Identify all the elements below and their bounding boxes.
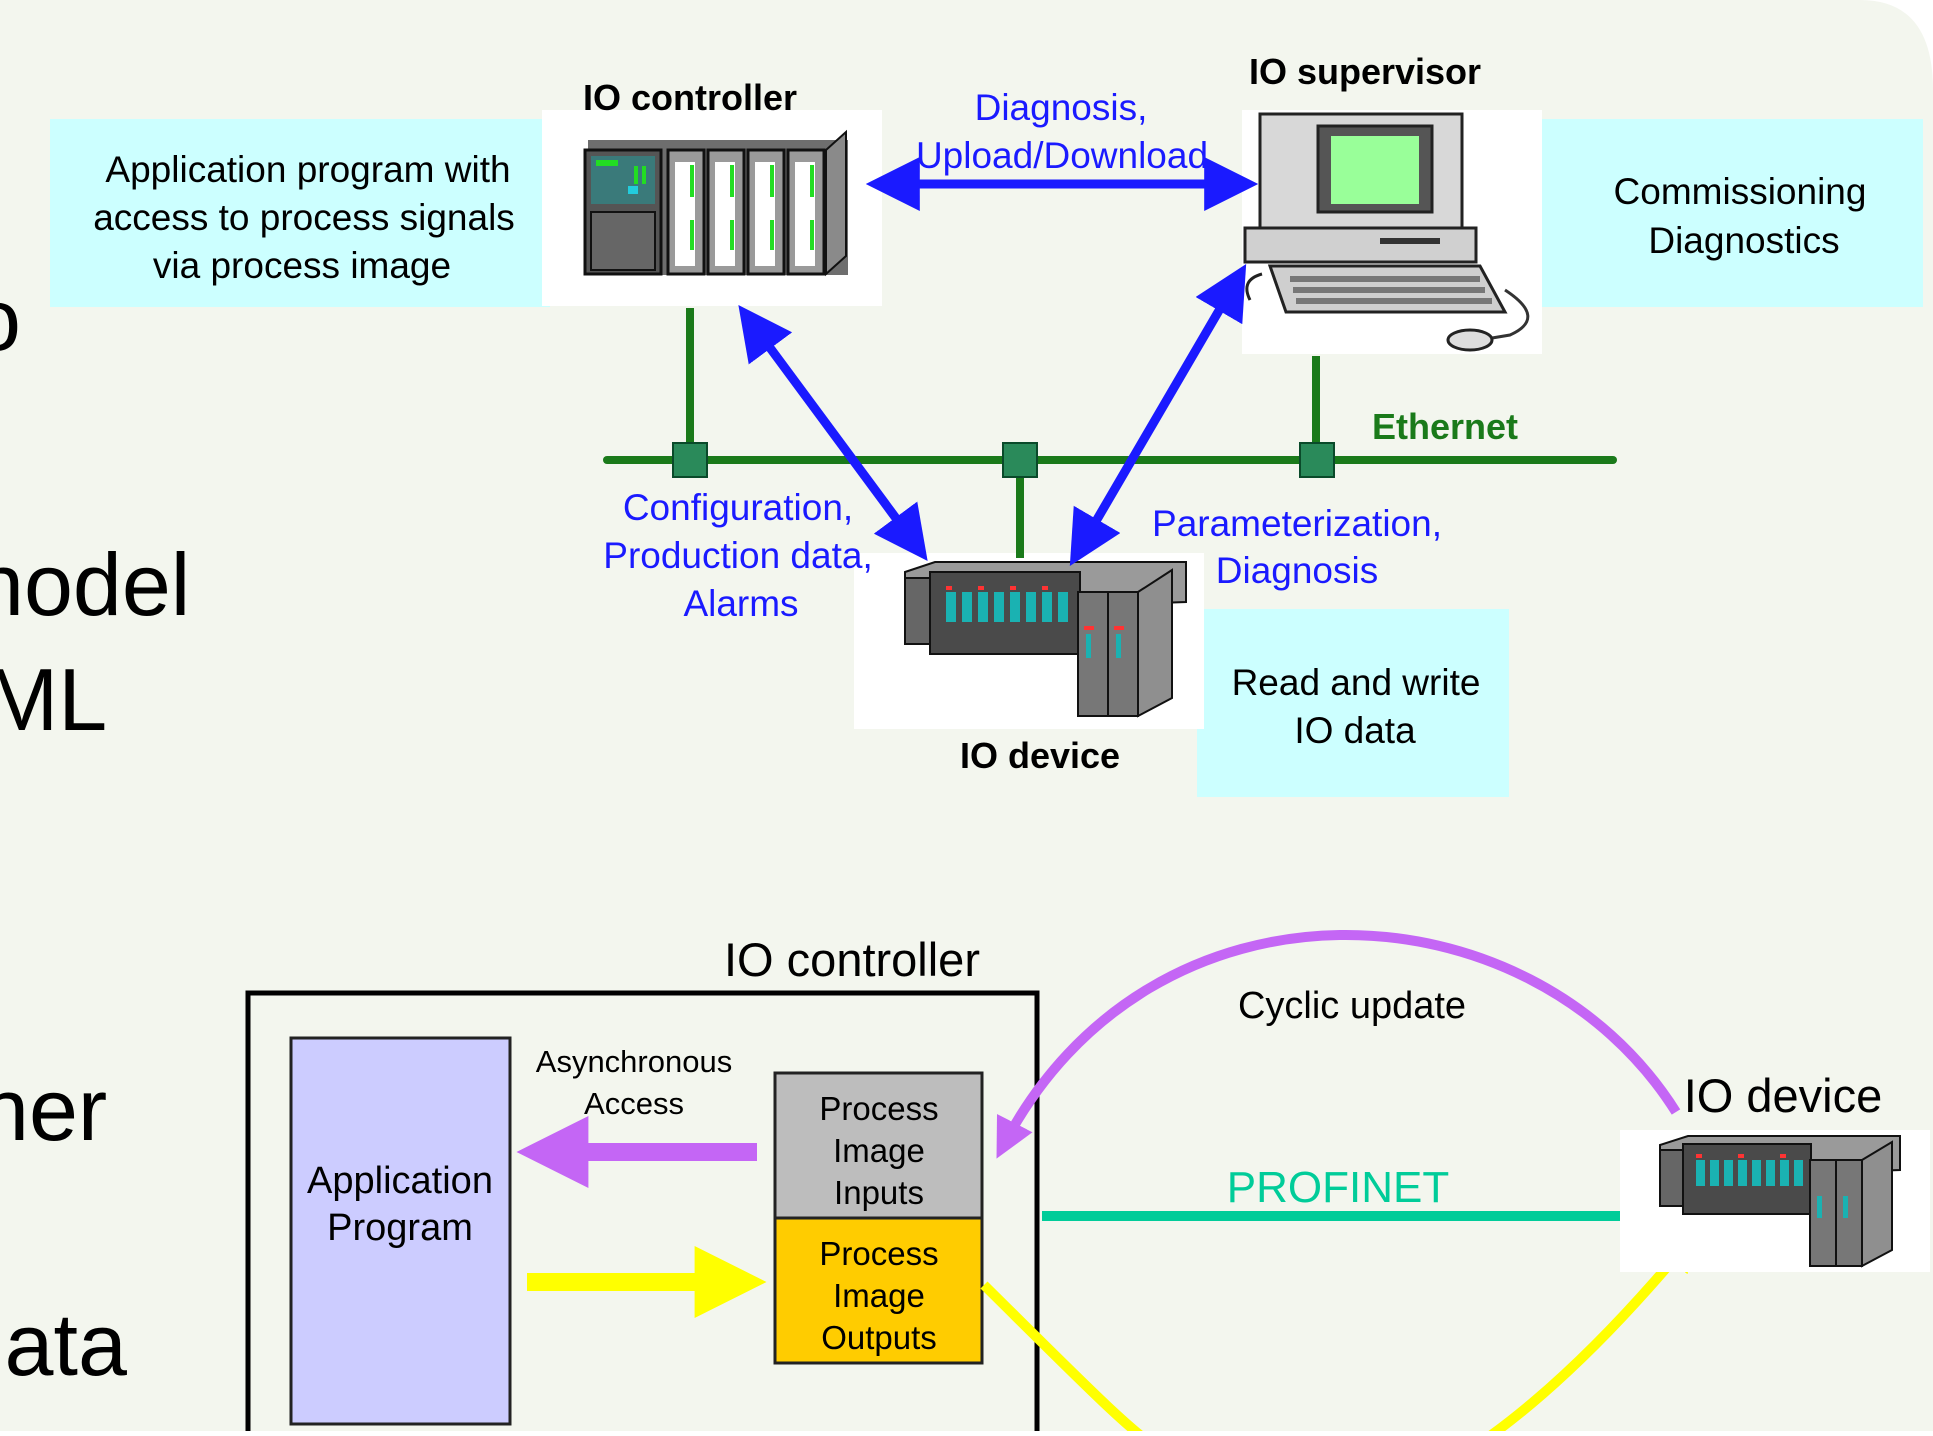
left-fragment-4: ner bbox=[0, 1060, 107, 1159]
left-fragment-3: ML bbox=[0, 650, 107, 749]
pi-outputs-line-3: Outputs bbox=[821, 1319, 937, 1356]
config-line-2: Production data, bbox=[603, 535, 872, 576]
pi-inputs-line-3: Inputs bbox=[834, 1174, 924, 1211]
pi-inputs-line-2: Image bbox=[833, 1132, 925, 1169]
left-fragment-1: o bbox=[0, 270, 21, 369]
io-controller-label: IO controller bbox=[583, 77, 797, 118]
cyclic-update-input-arc bbox=[996, 930, 1681, 1159]
async-access-line-1: Asynchronous bbox=[536, 1044, 732, 1079]
left-fragment-5: lata bbox=[0, 1295, 127, 1394]
config-line-3: Alarms bbox=[683, 583, 798, 624]
commissioning-info-box bbox=[1535, 119, 1923, 307]
io-device-rack-icon bbox=[904, 561, 1187, 718]
cyclic-update-label: Cyclic update bbox=[1238, 985, 1466, 1027]
process-image-outputs-box bbox=[773, 1216, 984, 1365]
pi-outputs-line-2: Image bbox=[833, 1277, 925, 1314]
io-device-label: IO device bbox=[960, 735, 1120, 776]
application-program-line-2: Program bbox=[327, 1207, 473, 1249]
profinet-label: PROFINET bbox=[1227, 1163, 1449, 1212]
ethernet-node bbox=[1002, 442, 1038, 478]
pi-outputs-line-1: Process bbox=[819, 1235, 938, 1272]
diag-upload-line-1: Diagnosis, bbox=[975, 87, 1148, 128]
pi-inputs-line-1: Process bbox=[819, 1090, 938, 1127]
plc-controller-icon bbox=[583, 129, 848, 277]
ethernet-node bbox=[672, 442, 708, 478]
async-access-line-2: Access bbox=[584, 1086, 684, 1121]
configuration-arrow bbox=[738, 304, 928, 562]
config-line-1: Configuration, bbox=[623, 487, 853, 528]
app-program-info-box bbox=[50, 119, 550, 307]
left-fragment-2: nodel bbox=[0, 535, 190, 634]
bottom-io-controller-label: IO controller bbox=[724, 933, 980, 986]
application-program-box bbox=[289, 1036, 512, 1426]
commissioning-line-2: Diagnostics bbox=[1648, 220, 1839, 261]
app-program-line-2: access to process signals bbox=[93, 197, 515, 238]
commissioning-line-1: Commissioning bbox=[1614, 171, 1867, 212]
app-program-line-3: via process image bbox=[153, 245, 451, 286]
ethernet-node bbox=[1299, 442, 1335, 478]
bottom-io-device-label: IO device bbox=[1684, 1069, 1883, 1122]
param-line-2: Diagnosis bbox=[1216, 550, 1378, 591]
application-program-line-1: Application bbox=[307, 1160, 493, 1202]
read-write-line-2: IO data bbox=[1294, 710, 1416, 751]
io-supervisor-label: IO supervisor bbox=[1249, 51, 1481, 92]
param-line-1: Parameterization, bbox=[1152, 503, 1442, 544]
io-controller-frame bbox=[245, 990, 1040, 1431]
process-image-inputs-box bbox=[773, 1071, 984, 1220]
read-write-line-1: Read and write bbox=[1232, 662, 1481, 703]
io-device-rack-icon bbox=[1659, 1135, 1901, 1268]
computer-workstation-icon bbox=[1243, 112, 1530, 352]
ethernet-label: Ethernet bbox=[1372, 406, 1518, 447]
parameterization-arrow bbox=[1069, 264, 1247, 566]
diag-upload-line-2: Upload/Download bbox=[916, 135, 1208, 176]
app-program-line-1: Application program with bbox=[105, 149, 510, 190]
read-write-info-box bbox=[1197, 609, 1509, 797]
